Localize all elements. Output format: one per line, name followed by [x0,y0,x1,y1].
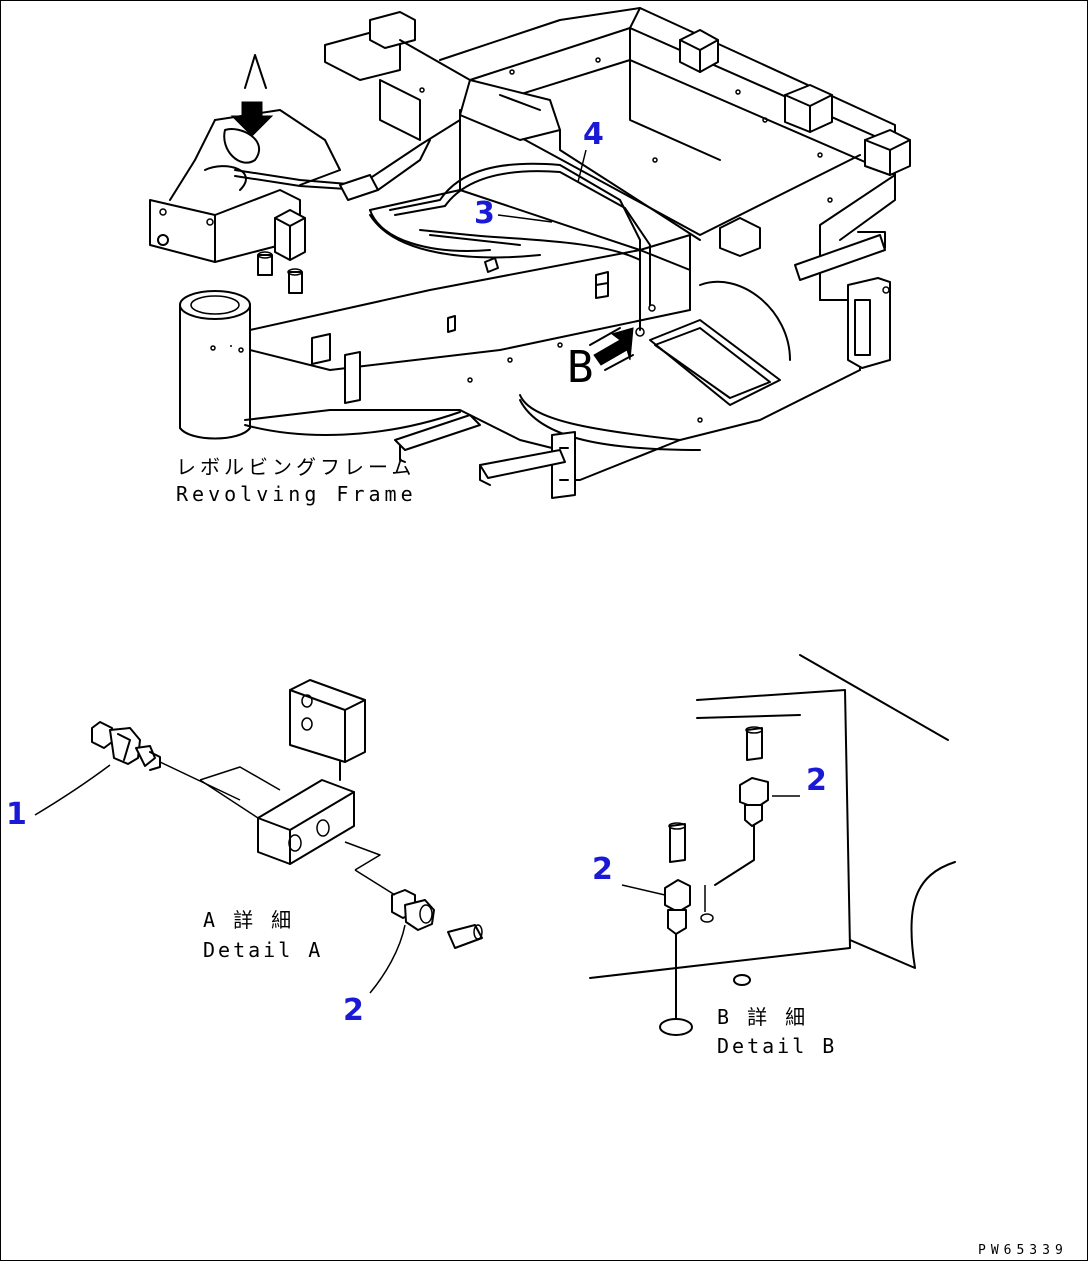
callout-2-detail-b-upper: 2 [806,763,827,798]
callout-2-detail-b-lower: 2 [592,852,613,887]
detail-a-label-en: Detail A [203,938,324,962]
detail-b-label-en: Detail B [717,1034,838,1058]
view-b-arrow-icon [589,327,634,371]
detail-a-label-ja: A 詳 細 [203,908,295,932]
callout-4: 4 [583,117,604,152]
revolving-frame-label-en: Revolving Frame [176,482,417,506]
view-b-letter: B [567,342,594,393]
detail-a-drawing [34,679,483,994]
drawing-code: PW65339 [978,1243,1068,1258]
revolving-frame-label-ja: レボルビングフレーム [176,455,416,479]
revolving-frame-drawing [149,7,911,499]
callout-2-detail-a: 2 [343,993,364,1028]
callout-3: 3 [474,196,495,231]
callout-1: 1 [6,797,27,832]
detail-b-drawing [589,654,956,1036]
view-a-arrow-icon [230,54,274,137]
detail-b-label-ja: B 詳 細 [717,1005,809,1029]
